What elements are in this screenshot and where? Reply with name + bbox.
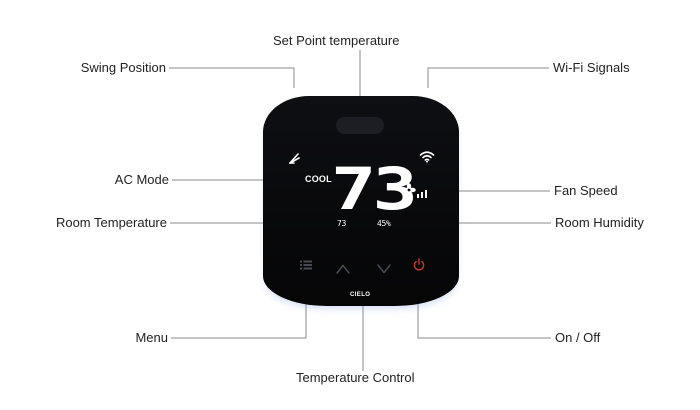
menu-icon[interactable]: [300, 260, 312, 270]
signal-bars-icon: [417, 190, 427, 198]
fan-icon: [402, 183, 416, 197]
ac-mode-text: COOL: [305, 174, 332, 184]
label-on-off: On / Off: [555, 330, 601, 345]
leader-swing: [169, 67, 295, 88]
label-room-humidity: Room Humidity: [555, 215, 644, 230]
chevron-up-icon[interactable]: [336, 264, 350, 274]
label-wifi-signals: Wi-Fi Signals: [553, 60, 630, 75]
label-fan-speed: Fan Speed: [554, 183, 618, 198]
leader-wifi: [427, 67, 549, 88]
room-humidity-value: 45%: [377, 219, 391, 228]
label-room-temperature: Room Temperature: [55, 215, 167, 230]
label-menu: Menu: [135, 330, 168, 345]
sensor-window: [336, 117, 384, 134]
chevron-down-icon[interactable]: [377, 264, 391, 274]
label-set-point: Set Point temperature: [273, 33, 400, 48]
room-temperature-value: 73: [337, 219, 347, 228]
label-ac-mode: AC Mode: [114, 172, 169, 187]
brand-logo: CIELO: [350, 292, 371, 298]
wifi-icon: [419, 151, 435, 163]
power-icon[interactable]: [413, 258, 425, 271]
thermostat-device: COOL 73 73 45%: [263, 96, 459, 306]
label-swing-position: Swing Position: [80, 60, 166, 75]
label-temperature-control: Temperature Control: [296, 370, 415, 385]
swing-position-icon: [289, 153, 300, 164]
